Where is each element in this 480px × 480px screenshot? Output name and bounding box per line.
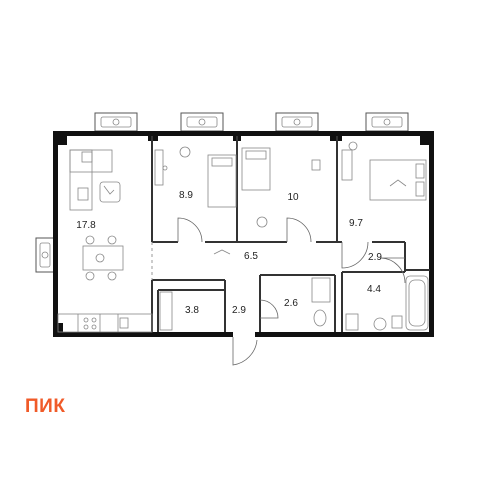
armchair-icon	[99, 181, 121, 203]
storage-shelf-icon	[159, 291, 173, 331]
area-toilet: 2.6	[284, 298, 298, 309]
area-corridor-entrance: 2.9	[232, 305, 246, 316]
window-sill-fixtures	[39, 116, 403, 268]
plant-icon	[213, 249, 231, 255]
brand-logo: ПИК	[25, 396, 66, 417]
bed-icon-1	[207, 154, 237, 208]
area-bathroom: 4.4	[367, 284, 381, 295]
sofa-icon	[69, 149, 113, 211]
washbasin-icon	[345, 313, 403, 331]
area-bedroom-3: 9.7	[349, 218, 363, 229]
interior-walls	[151, 136, 430, 332]
double-bed-icon	[369, 159, 427, 201]
toilet-icon	[311, 277, 331, 327]
toy-icon	[256, 159, 321, 228]
kitchen-counter-icon	[57, 313, 153, 333]
bed-icon-2	[241, 147, 271, 191]
area-bedroom-1: 8.9	[179, 190, 193, 201]
area-bedroom-2: 10	[287, 192, 299, 203]
area-corridor-right: 2.9	[368, 252, 382, 263]
desk-icon-1	[154, 146, 191, 186]
dining-table-icon	[82, 235, 124, 281]
area-hallway: 6.5	[244, 251, 258, 262]
bathtub-icon	[405, 275, 429, 331]
area-storage: 3.8	[185, 305, 199, 316]
doors	[177, 217, 406, 366]
wardrobe-icon	[341, 141, 358, 181]
area-living-kitchen: 17.8	[76, 220, 96, 231]
